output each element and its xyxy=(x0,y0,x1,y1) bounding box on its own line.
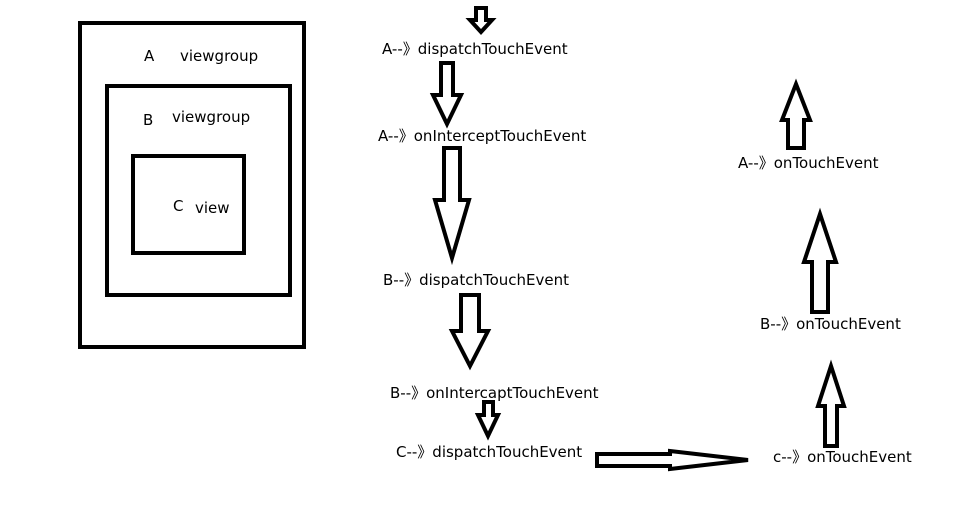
step-b-intercept: B--》onIntercaptTouchEvent xyxy=(390,384,599,402)
step-b-dispatch: B--》dispatchTouchEvent xyxy=(383,271,569,289)
step-c-ontouch: c--》onTouchEvent xyxy=(773,448,912,466)
arrow-up-c-touch-to-b-touch xyxy=(815,359,847,448)
arrow-up-exit xyxy=(779,78,813,150)
viewgroup-b-type: viewgroup xyxy=(172,108,251,126)
arrow-down-b-intercept-to-c-dispatch xyxy=(474,400,502,441)
view-c-letter: C xyxy=(173,197,184,215)
step-a-intercept: A--》onInterceptTouchEvent xyxy=(378,127,587,145)
viewgroup-a-type: viewgroup xyxy=(180,47,259,65)
viewgroup-a-letter: A xyxy=(144,47,155,65)
view-c-type: view xyxy=(195,199,230,217)
arrow-up-b-touch-to-a-touch xyxy=(801,207,839,314)
step-c-dispatch: C--》dispatchTouchEvent xyxy=(396,443,583,461)
step-b-ontouch: B--》onTouchEvent xyxy=(760,315,901,333)
arrow-down-entry xyxy=(465,6,497,35)
step-a-dispatch: A--》dispatchTouchEvent xyxy=(382,40,568,58)
step-a-ontouch: A--》onTouchEvent xyxy=(738,154,879,172)
arrow-right-c-dispatch-to-c-touch xyxy=(595,448,749,472)
arrow-down-a-intercept-to-b-dispatch xyxy=(432,146,472,266)
view-c-box xyxy=(131,154,246,255)
viewgroup-b-letter: B xyxy=(143,111,154,129)
arrow-down-a-dispatch-to-intercept xyxy=(429,61,465,129)
arrow-down-b-dispatch-to-intercept xyxy=(448,293,492,371)
